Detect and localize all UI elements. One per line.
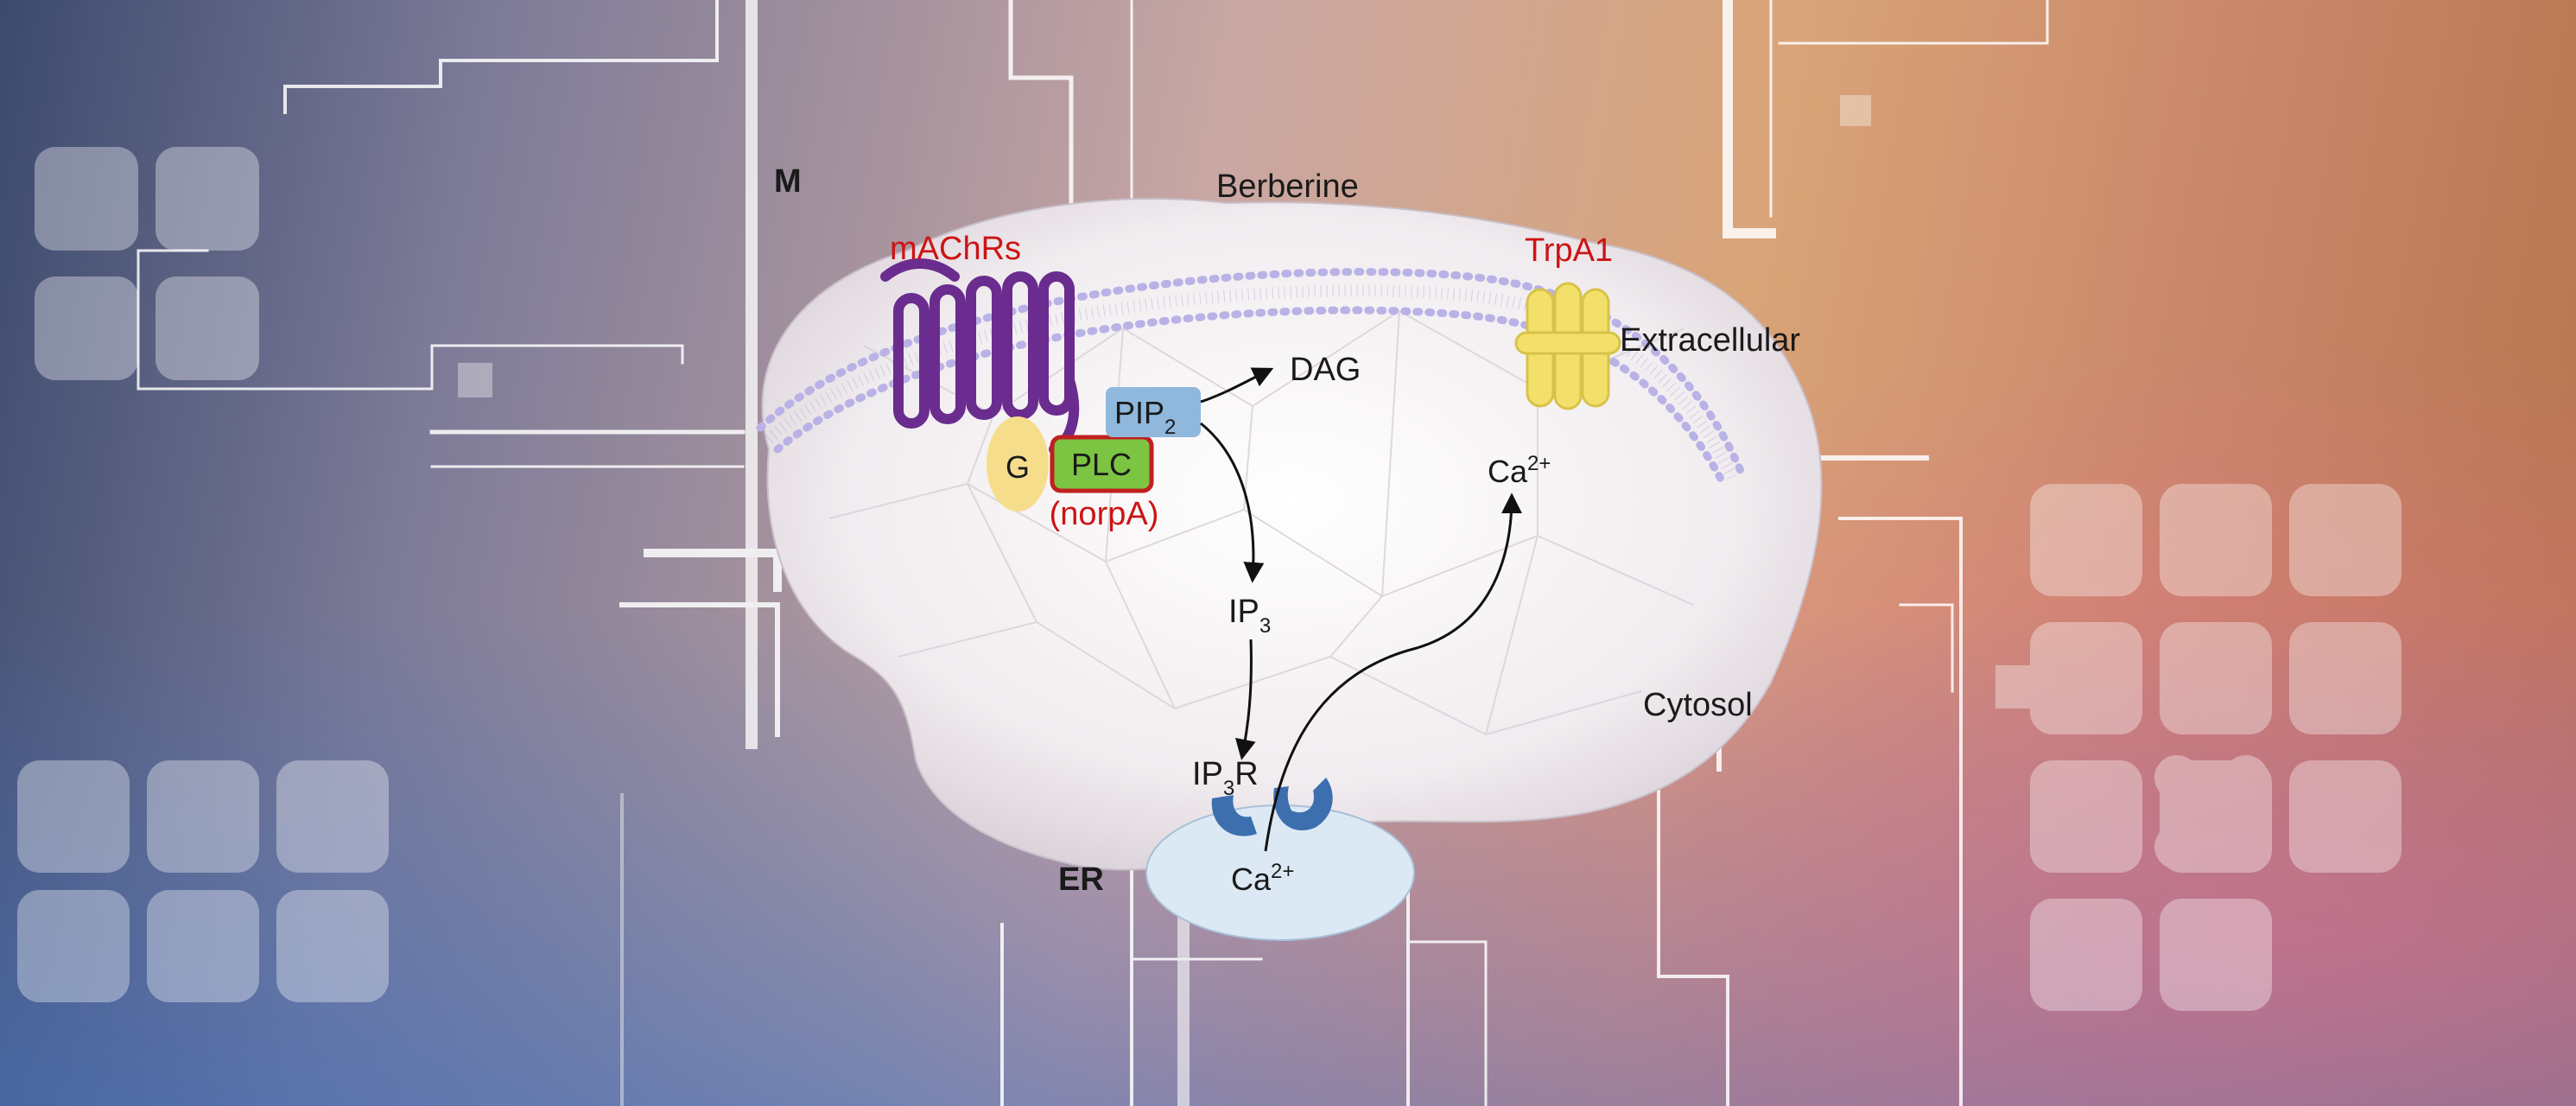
- label-cytosol: Cytosol: [1643, 687, 1753, 723]
- label-ca-cytosol: Ca2+: [1488, 452, 1551, 489]
- trpa1-channel: [1514, 282, 1621, 410]
- label-trpa1: TrpA1: [1525, 232, 1613, 269]
- ip3r-receptor-right: [1273, 778, 1333, 831]
- label-m: M: [774, 163, 802, 200]
- label-ca-er: Ca2+: [1231, 860, 1294, 897]
- label-machrs: mAChRs: [890, 231, 1021, 267]
- arrow-pip2-to-dag: [1200, 367, 1274, 404]
- g-protein: [987, 416, 1049, 512]
- label-extracellular: Extracellular: [1620, 322, 1800, 359]
- pip2-label: PIP2: [1114, 395, 1176, 439]
- arrow-ip3-to-ip3r: [1234, 639, 1256, 760]
- plc-label: PLC: [1071, 447, 1132, 482]
- label-dag: DAG: [1290, 352, 1361, 388]
- pip2-box: [1106, 387, 1201, 437]
- label-er: ER: [1058, 861, 1104, 898]
- label-ip3r: IP3R: [1192, 756, 1259, 800]
- arrow-pip2-to-ip3: [1200, 422, 1265, 583]
- ip3r-receptor-left: [1211, 795, 1257, 836]
- label-berberine: Berberine: [1216, 168, 1359, 205]
- machrs-receptor: [880, 258, 1080, 454]
- norpa-label: (norpA): [1050, 496, 1159, 532]
- arrow-ca-release: [1264, 493, 1522, 852]
- g-protein-label: G: [1006, 449, 1030, 485]
- label-ip3: IP3: [1228, 594, 1271, 638]
- plc-box: [1050, 435, 1154, 493]
